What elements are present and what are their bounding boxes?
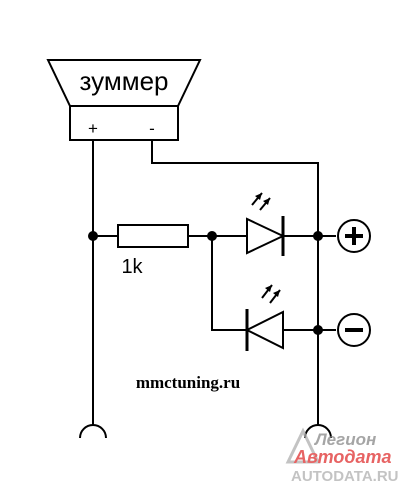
watermark-line1: Легион [313,430,376,449]
arrowhead [263,198,270,205]
watermark-line2: Автодата [293,447,392,467]
led-lower [244,310,284,350]
junction-dot [313,325,323,335]
resistor [117,224,189,248]
watermark-line3: AUTODATA.RU [291,468,399,485]
junction-dot [207,231,217,241]
watermark-triangle [285,427,321,464]
wire-right-rail [151,140,319,425]
buzzer-body [69,105,179,141]
arrowhead [255,193,262,200]
arrowhead [273,290,280,297]
connector-left [79,424,107,439]
terminal-plus [337,219,371,253]
terminal-minus [337,313,371,347]
wire-diode2-left [211,236,247,331]
junction-dot [313,231,323,241]
arrowhead [265,285,272,292]
led-upper [246,217,286,255]
junction-dot [88,231,98,241]
site-label: mmctuning.ru [136,373,240,392]
resistor-label: 1k [121,256,143,278]
connector-right [304,424,332,439]
buzzer-label: зуммер [79,66,168,96]
buzzer-minus-label: - [149,119,155,138]
watermark-logo: Легион Автодата AUTODATA.RU [285,427,399,485]
buzzer-plus-label: + [88,119,98,138]
